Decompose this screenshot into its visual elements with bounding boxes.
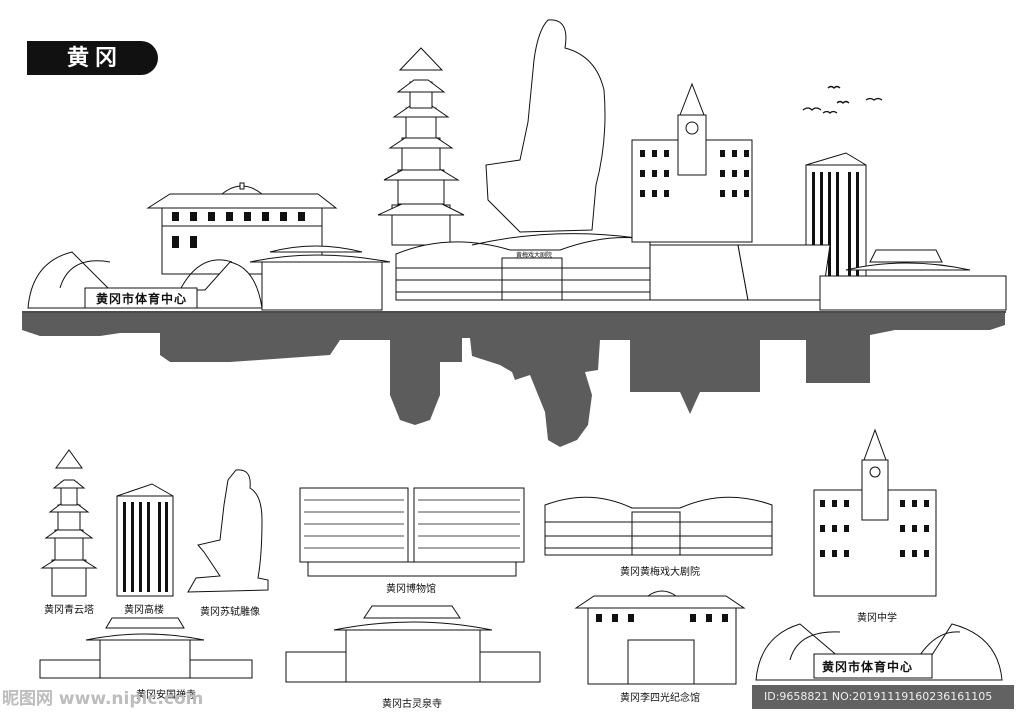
statue-icon (187, 469, 269, 593)
label-qingyun-pagoda: 黄冈青云塔 (44, 605, 94, 616)
label-high-rise: 黄冈高楼 (124, 605, 164, 616)
skyline-sports-center (27, 251, 263, 309)
skyline-pagoda (377, 47, 465, 246)
sports-center-icon (755, 623, 1003, 681)
site-watermark: 昵图网 www.nipic.com (2, 689, 204, 709)
museum-icon (299, 487, 525, 577)
theatre-icon (544, 496, 773, 556)
skyline-museum (649, 244, 831, 301)
label-opera-theatre: 黄冈黄梅戏大剧院 (620, 567, 700, 578)
skyline-clock-tower-school (631, 82, 753, 243)
skyline-right-temple (819, 249, 1007, 311)
label-anguo-temple: 黄冈安国禅寺 (136, 690, 196, 701)
pagoda-icon (40, 449, 98, 597)
label-middle-school: 黄冈中学 (857, 613, 897, 624)
label-museum: 黄冈博物馆 (386, 584, 436, 595)
anguo-temple-icon (39, 617, 253, 679)
theatre-sign: 黄梅戏大剧院 (516, 252, 553, 259)
high-rise-icon (116, 483, 174, 597)
stadium-sign: 黄冈市体育中心 (96, 292, 188, 306)
birds-icon (802, 85, 883, 114)
school-icon (813, 428, 937, 597)
lingquan-temple-icon (285, 605, 541, 683)
skyline-statue (485, 19, 606, 233)
water-reflection (22, 313, 1005, 447)
label-sushi-statue: 黄冈苏轼雕像 (200, 607, 260, 618)
memorial-hall-icon (574, 590, 746, 685)
skyline-opera-theatre (395, 233, 651, 301)
skyline-temple (249, 245, 391, 311)
city-title-tag: 黄冈 (27, 41, 158, 75)
label-lingquan-temple: 黄冈古灵泉寺 (382, 699, 442, 710)
label-memorial-hall: 黄冈李四光纪念馆 (620, 693, 700, 704)
stadium-small-sign: 黄冈市体育中心 (822, 660, 914, 674)
image-id-watermark: ID:9658821 NO:20191119160236161105 (752, 685, 1014, 709)
